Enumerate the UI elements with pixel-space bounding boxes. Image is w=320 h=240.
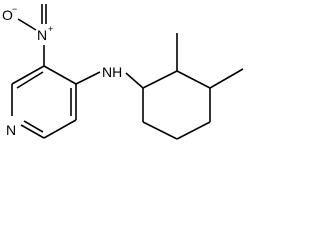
pyridine-bond-c2-c3-inner (16, 71, 44, 89)
nitro-nitrogen-label: N (37, 27, 47, 43)
bond-o-n (17, 18, 37, 31)
bond-ring-nh (75, 71, 101, 85)
cyclohexane-bond-5 (142, 121, 178, 140)
amine-label: NH (102, 64, 122, 80)
nitro-oxygen-charge: − (12, 4, 17, 14)
chemical-structure-diagram: O − N + N NH (2, 4, 244, 140)
nitro-oxygen-label: O (2, 7, 13, 23)
pyridine-bond-c6-n (20, 124, 45, 139)
nitro-nitrogen-charge: + (48, 24, 53, 34)
pyridine-nitrogen-label: N (6, 122, 16, 138)
pyridine-bond-c6-n-inner (23, 120, 44, 133)
pyridine-bond-c3-c4 (43, 65, 77, 85)
pyridine-bond-c2-c3 (11, 65, 45, 85)
bond-nh-cyclohexyl (125, 72, 144, 89)
cyclohexane-bond-4 (176, 121, 211, 140)
cyclohexane-bond-2 (176, 70, 211, 89)
pyridine-bond-c5-c6 (43, 119, 77, 139)
cyclohexane-bond-1 (142, 70, 178, 89)
methyl-bond-c3 (209, 68, 244, 89)
